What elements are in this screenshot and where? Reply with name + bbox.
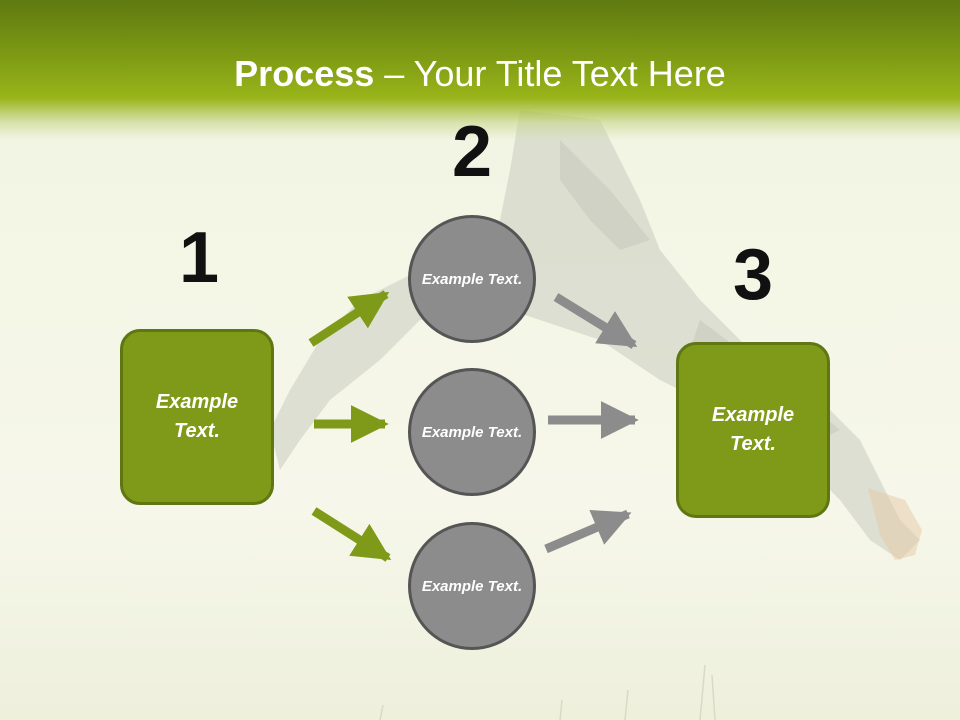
step-number-2: 2 <box>451 112 493 192</box>
arrow-2c-to-3 <box>544 509 632 554</box>
step-1-text: Example Text. <box>155 391 239 442</box>
title-rest: – Your Title Text Here <box>374 53 726 94</box>
arrow-1-to-2c <box>311 507 392 562</box>
step-1-box: Example Text. <box>120 329 274 505</box>
step-2-circle-bottom: Example Text. <box>408 522 536 650</box>
step-number-1: 1 <box>178 218 220 298</box>
step-3-text: Example Text. <box>711 404 795 455</box>
title-bold: Process <box>234 53 375 94</box>
step-3-box: Example Text. <box>676 342 830 518</box>
title-bar <box>0 0 960 140</box>
step-number-3: 3 <box>732 235 774 315</box>
step-2-circle-middle: Example Text. <box>408 368 536 496</box>
step-2-circle-top: Example Text. <box>408 215 536 343</box>
step-2-text-bottom: Example Text. <box>421 577 523 595</box>
step-2-text-top: Example Text. <box>421 270 523 288</box>
arrow-1-to-2a <box>308 290 390 347</box>
slide-title: Process – Your Title Text Here <box>0 52 960 96</box>
arrow-2a-to-3 <box>553 293 638 349</box>
step-2-text-middle: Example Text. <box>421 423 523 441</box>
